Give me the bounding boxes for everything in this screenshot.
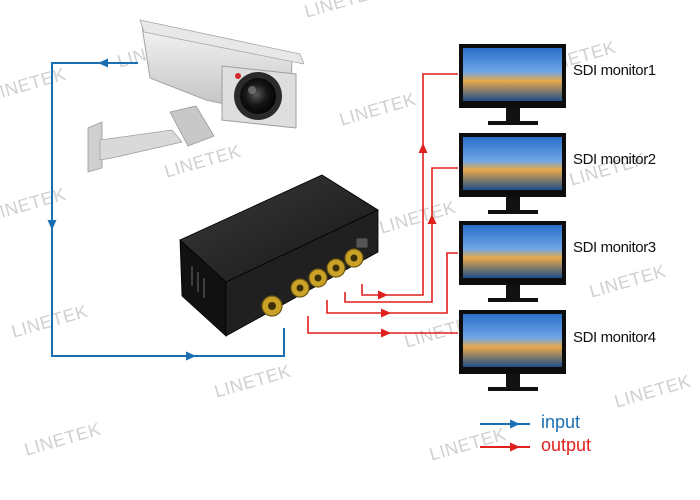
- monitor-4: [459, 310, 566, 391]
- monitor-label: SDI monitor4: [573, 329, 656, 346]
- bnc-connector-icon: [344, 248, 364, 268]
- bnc-connector-icon: [290, 278, 310, 298]
- monitor-label: SDI monitor2: [573, 151, 656, 168]
- arrow-icon: [378, 290, 388, 300]
- monitor-3: [459, 221, 566, 302]
- bnc-connector-icon: [326, 258, 346, 278]
- arrow-icon: [381, 328, 391, 338]
- output-lines: [307, 73, 458, 338]
- arrow-icon: [47, 220, 57, 230]
- arrow-icon: [418, 143, 428, 153]
- arrow-icon: [186, 351, 196, 361]
- bnc-connector-icon: [308, 268, 328, 288]
- monitor-label: SDI monitor1: [573, 62, 656, 79]
- legend-input-label: input: [541, 412, 581, 432]
- arrow-icon: [427, 214, 437, 224]
- monitor-1: [459, 44, 566, 125]
- input-line: [47, 58, 285, 361]
- monitor-2: [459, 133, 566, 214]
- legend-output-label: output: [541, 435, 592, 455]
- legend-input-line: [480, 419, 530, 429]
- cctv-camera-icon: [87, 19, 305, 173]
- arrow-icon: [510, 419, 520, 429]
- power-jack-icon: [355, 237, 369, 249]
- arrow-icon: [381, 308, 391, 318]
- legend-output-line: [480, 442, 530, 452]
- bnc-connector-icon: [261, 295, 283, 317]
- monitor-label: SDI monitor3: [573, 239, 656, 256]
- arrow-icon: [510, 442, 520, 452]
- sdi-distribution-amplifier: [179, 174, 379, 337]
- arrow-icon: [98, 58, 108, 68]
